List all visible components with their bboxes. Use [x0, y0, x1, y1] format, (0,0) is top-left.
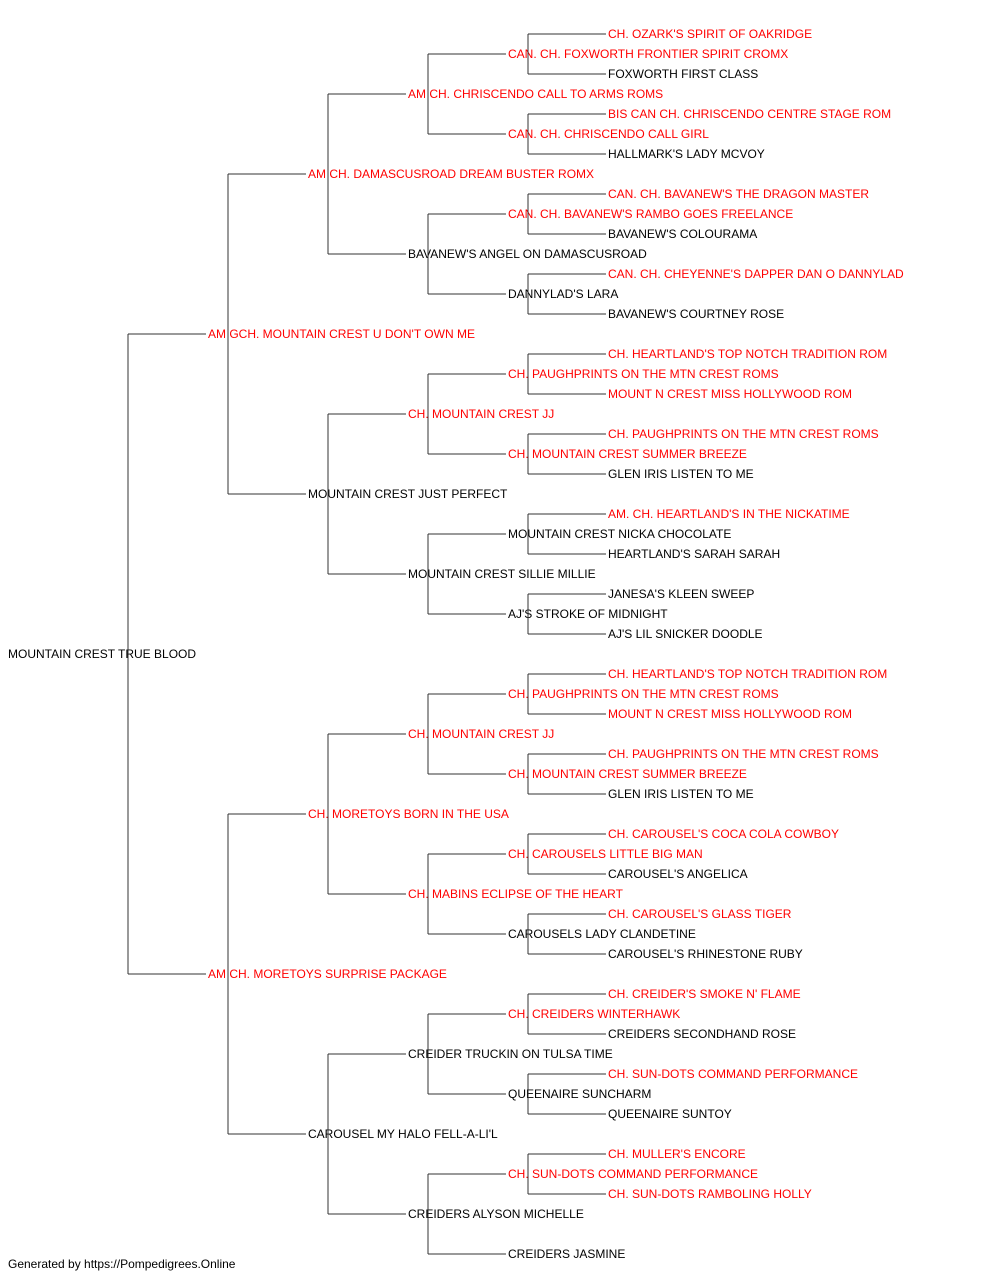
dog-name: MOUNT N CREST MISS HOLLYWOOD ROM	[608, 707, 852, 721]
dog-name: CH. CAROUSEL'S GLASS TIGER	[608, 907, 792, 921]
dog-name: AM CH. DAMASCUSROAD DREAM BUSTER ROMX	[308, 167, 594, 181]
dog-name: CH. PAUGHPRINTS ON THE MTN CREST ROMS	[508, 367, 779, 381]
dog-name: AM. CH. HEARTLAND'S IN THE NICKATIME	[608, 507, 850, 521]
dog-name: CH. PAUGHPRINTS ON THE MTN CREST ROMS	[608, 747, 879, 761]
dog-name: QUEENAIRE SUNTOY	[608, 1107, 732, 1121]
dog-name: CREIDERS ALYSON MICHELLE	[408, 1207, 584, 1221]
footer-credit: Generated by https://Pompedigrees.Online	[8, 1257, 236, 1271]
dog-name: HEARTLAND'S SARAH SARAH	[608, 547, 780, 561]
dog-name: DANNYLAD'S LARA	[508, 287, 618, 301]
dog-name: CH. MOUNTAIN CREST JJ	[408, 407, 554, 421]
dog-name: CREIDERS JASMINE	[508, 1247, 625, 1261]
dog-name: GLEN IRIS LISTEN TO ME	[608, 467, 754, 481]
dog-name: CH. SUN-DOTS COMMAND PERFORMANCE	[508, 1167, 758, 1181]
dog-name: MOUNTAIN CREST NICKA CHOCOLATE	[508, 527, 731, 541]
dog-name: CREIDERS SECONDHAND ROSE	[608, 1027, 796, 1041]
dog-name: MOUNTAIN CREST TRUE BLOOD	[8, 647, 196, 661]
dog-name: CAN. CH. BAVANEW'S THE DRAGON MASTER	[608, 187, 869, 201]
dog-name: CH. HEARTLAND'S TOP NOTCH TRADITION ROM	[608, 667, 887, 681]
dog-name: CAN. CH. FOXWORTH FRONTIER SPIRIT CROMX	[508, 47, 788, 61]
dog-name: FOXWORTH FIRST CLASS	[608, 67, 758, 81]
dog-name: AJ'S LIL SNICKER DOODLE	[608, 627, 763, 641]
dog-name: BAVANEW'S ANGEL ON DAMASCUSROAD	[408, 247, 647, 261]
dog-name: CH. MOUNTAIN CREST SUMMER BREEZE	[508, 767, 747, 781]
dog-name: CAN. CH. CHEYENNE'S DAPPER DAN O DANNYLA…	[608, 267, 904, 281]
dog-name: MOUNTAIN CREST JUST PERFECT	[308, 487, 508, 501]
dog-name: CH. MULLER'S ENCORE	[608, 1147, 746, 1161]
dog-name: HALLMARK'S LADY MCVOY	[608, 147, 765, 161]
dog-name: AM GCH. MOUNTAIN CREST U DON'T OWN ME	[208, 327, 475, 341]
dog-name: CH. CAROUSEL'S COCA COLA COWBOY	[608, 827, 839, 841]
dog-name: CH. HEARTLAND'S TOP NOTCH TRADITION ROM	[608, 347, 887, 361]
dog-name: MOUNT N CREST MISS HOLLYWOOD ROM	[608, 387, 852, 401]
dog-name: CAROUSELS LADY CLANDETINE	[508, 927, 696, 941]
dog-name: CH. MORETOYS BORN IN THE USA	[308, 807, 509, 821]
dog-name: CH. CREIDER'S SMOKE N' FLAME	[608, 987, 801, 1001]
dog-name: QUEENAIRE SUNCHARM	[508, 1087, 651, 1101]
dog-name: JANESA'S KLEEN SWEEP	[608, 587, 754, 601]
dog-name: CREIDER TRUCKIN ON TULSA TIME	[408, 1047, 613, 1061]
dog-name: CH. MOUNTAIN CREST SUMMER BREEZE	[508, 447, 747, 461]
dog-name: CH. MABINS ECLIPSE OF THE HEART	[408, 887, 624, 901]
dog-name: CH. OZARK'S SPIRIT OF OAKRIDGE	[608, 27, 812, 41]
dog-name: BIS CAN CH. CHRISCENDO CENTRE STAGE ROM	[608, 107, 891, 121]
dog-name: BAVANEW'S COURTNEY ROSE	[608, 307, 784, 321]
dog-name: CH. CAROUSELS LITTLE BIG MAN	[508, 847, 703, 861]
dog-name: AJ'S STROKE OF MIDNIGHT	[508, 607, 668, 621]
dog-name: BAVANEW'S COLOURAMA	[608, 227, 757, 241]
dog-name: CH. CREIDERS WINTERHAWK	[508, 1007, 680, 1021]
dog-name: CAROUSEL MY HALO FELL-A-LI'L	[308, 1127, 498, 1141]
dog-name: CAROUSEL'S RHINESTONE RUBY	[608, 947, 803, 961]
dog-name: CAN. CH. BAVANEW'S RAMBO GOES FREELANCE	[508, 207, 793, 221]
dog-name: CH. PAUGHPRINTS ON THE MTN CREST ROMS	[508, 687, 779, 701]
dog-name: AM CH. MORETOYS SURPRISE PACKAGE	[208, 967, 447, 981]
dog-name: CAN. CH. CHRISCENDO CALL GIRL	[508, 127, 709, 141]
dog-name: GLEN IRIS LISTEN TO ME	[608, 787, 754, 801]
dog-name: CH. MOUNTAIN CREST JJ	[408, 727, 554, 741]
dog-name: CAROUSEL'S ANGELICA	[608, 867, 748, 881]
dog-name: AM CH. CHRISCENDO CALL TO ARMS ROMS	[408, 87, 663, 101]
dog-name: CH. SUN-DOTS COMMAND PERFORMANCE	[608, 1067, 858, 1081]
dog-name: CH. PAUGHPRINTS ON THE MTN CREST ROMS	[608, 427, 879, 441]
dog-name: CH. SUN-DOTS RAMBOLING HOLLY	[608, 1187, 812, 1201]
dog-name: MOUNTAIN CREST SILLIE MILLIE	[408, 567, 596, 581]
